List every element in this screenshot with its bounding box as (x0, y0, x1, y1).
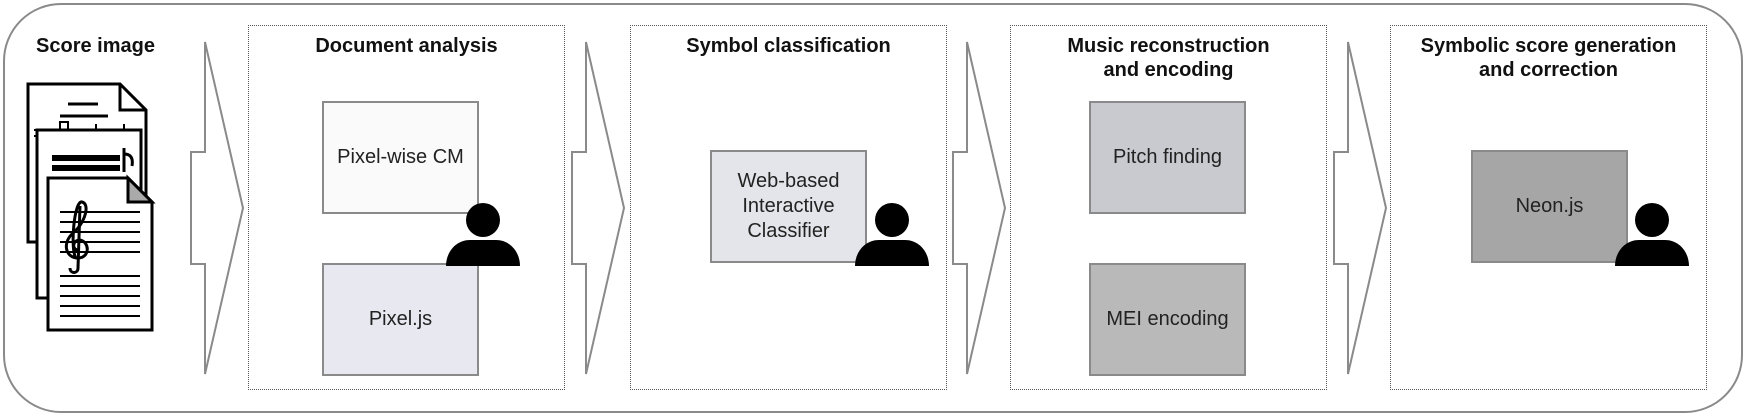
arrow-icon (190, 41, 245, 375)
person-icon (446, 203, 520, 266)
arrow-icon (571, 41, 626, 375)
stage-title-symbolic-generation: Symbolic score generation and correction (1420, 35, 1677, 81)
stage-title-score-image: Score image (36, 35, 155, 57)
stage-title-document-analysis: Document analysis (315, 35, 498, 57)
pipeline-container (3, 3, 1743, 413)
arrow-icon (952, 41, 1007, 375)
arrow-icon (1333, 41, 1388, 375)
stage-title-symbol-classification: Symbol classification (686, 35, 891, 57)
tool-box-pixel-js: Pixel.js (322, 263, 479, 376)
tool-box-neon-js: Neon.js (1471, 150, 1628, 263)
stage-frame-symbolic-generation (1390, 25, 1707, 390)
tool-box-mei-encoding: MEI encoding (1089, 263, 1246, 376)
sheet-music-stack-icon (26, 82, 156, 332)
tool-box-pitch-finding: Pitch finding (1089, 101, 1246, 214)
person-icon (1615, 203, 1689, 266)
stage-frame-symbol-classification (630, 25, 947, 390)
tool-box-interactive-classifier: Web-based Interactive Classifier (710, 150, 867, 263)
stage-frame-document-analysis (248, 25, 565, 390)
stage-title-music-reconstruction: Music reconstruction and encoding (1067, 35, 1270, 81)
stage-frame-music-reconstruction (1010, 25, 1327, 390)
person-icon (855, 203, 929, 266)
tool-box-pixel-wise-cm: Pixel-wise CM (322, 101, 479, 214)
